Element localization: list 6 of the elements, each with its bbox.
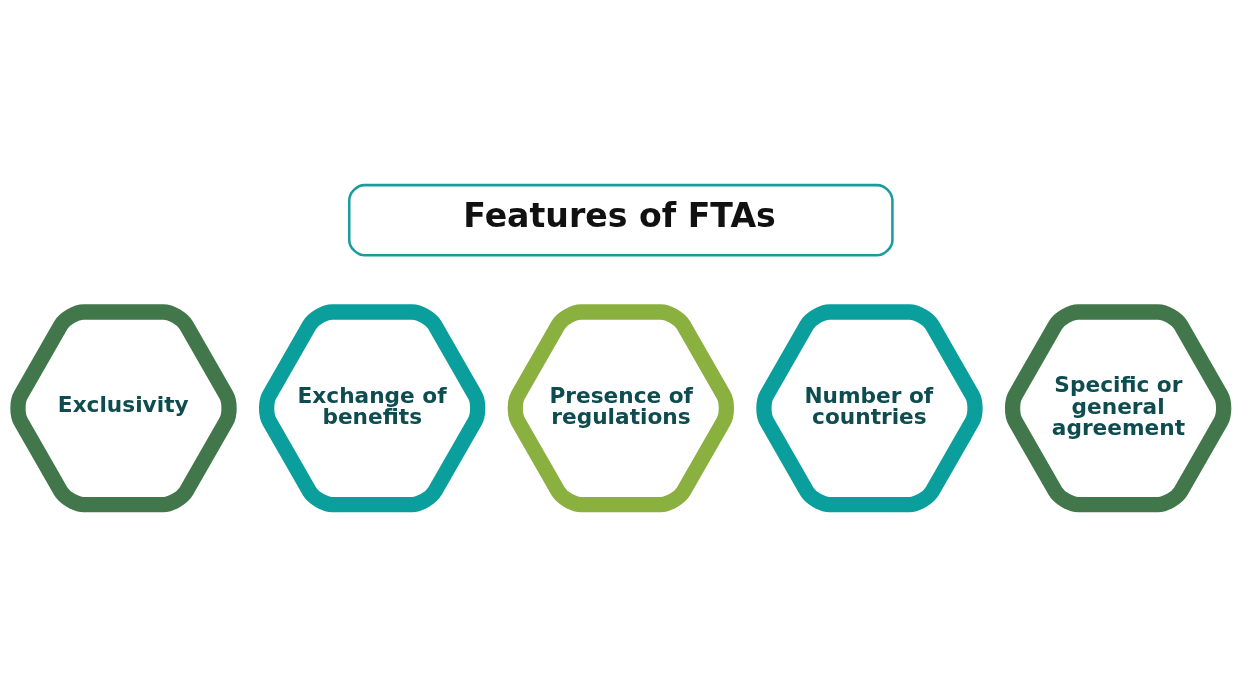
node-circle: Number of countries — [756, 303, 983, 512]
node-circle: Exchange of benefits — [258, 303, 486, 512]
node-circle: Exclusivity — [10, 303, 237, 512]
diagram-title: Features of FTAs — [463, 195, 776, 235]
node-circle: Presence of regulations — [507, 303, 734, 512]
node-circle: Specific or general agreement — [1004, 303, 1232, 512]
